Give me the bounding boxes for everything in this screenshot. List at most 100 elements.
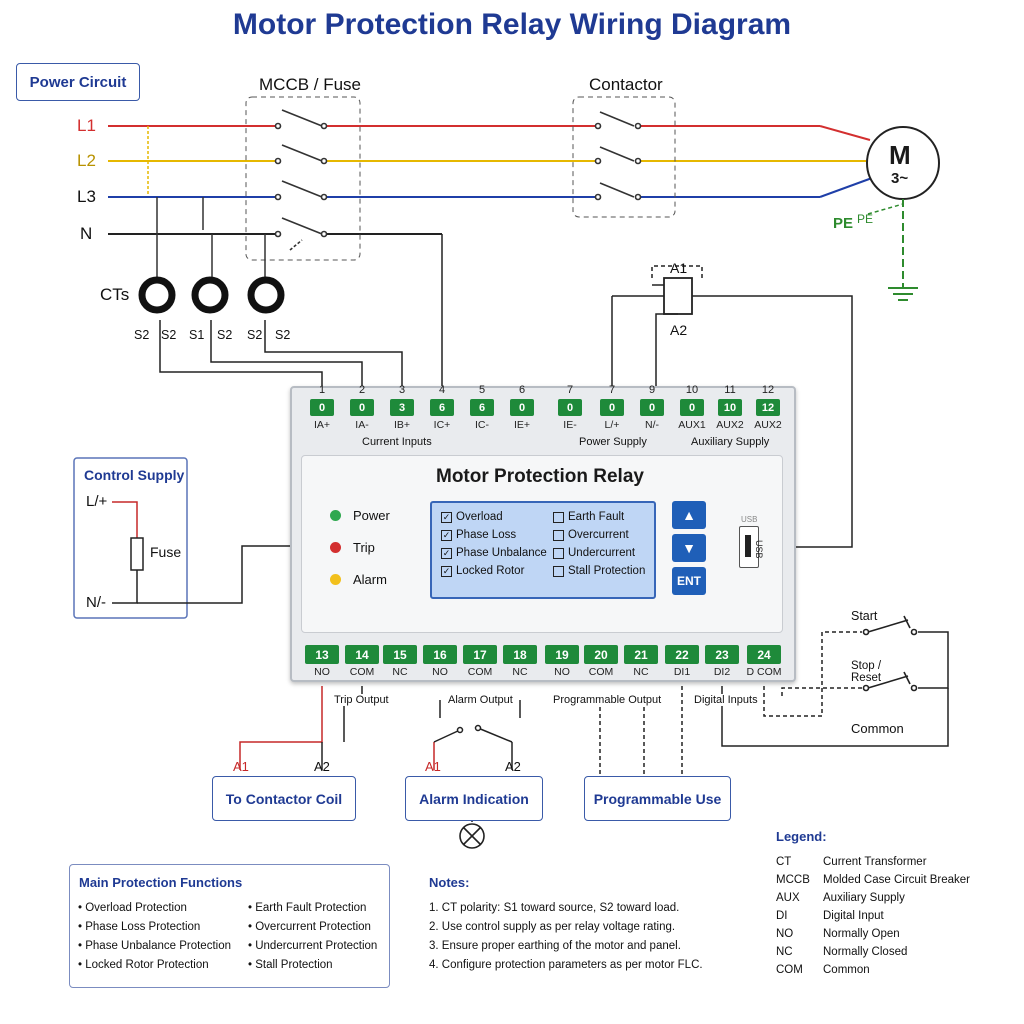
notes-title: Notes: [429, 875, 470, 890]
bottom-terminal-label: NC [512, 666, 528, 678]
line-n-label: N [80, 224, 93, 243]
function-item: • Phase Unbalance Protection [78, 940, 231, 952]
down-button[interactable]: ▼ [672, 534, 706, 562]
alarm-a2-label: A2 [505, 759, 521, 774]
top-terminal-screw[interactable]: 12 [756, 399, 780, 416]
power-circuit-label: Power Circuit [16, 63, 140, 101]
top-terminal-screw[interactable]: 0 [510, 399, 534, 416]
bottom-terminal-number[interactable]: 20 [584, 645, 618, 664]
bottom-terminal-number[interactable]: 13 [305, 645, 339, 664]
top-terminal-screw[interactable]: 0 [680, 399, 704, 416]
unchecked-box-icon [553, 565, 564, 577]
alarm-led-icon [330, 574, 341, 585]
ct1-s2a: S2 [134, 328, 150, 342]
top-terminal-number: 12 [761, 384, 775, 396]
bottom-terminal-number[interactable]: 23 [705, 645, 739, 664]
bottom-terminal-number[interactable]: 22 [665, 645, 699, 664]
wire-l3-motor [819, 177, 873, 198]
group-digital-inputs: Digital Inputs [694, 694, 758, 706]
top-terminal-label: AUX1 [678, 419, 706, 431]
top-terminal-screw[interactable]: 0 [600, 399, 624, 416]
top-terminal-screw[interactable]: 3 [390, 399, 414, 416]
protection-functions-box [69, 864, 390, 988]
top-terminal-number: 7 [566, 384, 574, 396]
led-alarm-label: Alarm [353, 572, 387, 587]
bottom-terminal-number[interactable]: 14 [345, 645, 379, 664]
ct2-s1: S1 [189, 328, 205, 342]
bottom-terminal-label: COM [467, 666, 493, 678]
checked-box-icon: ✓ [441, 511, 452, 523]
top-terminal-screw[interactable]: 6 [430, 399, 454, 416]
unchecked-box-icon [553, 529, 564, 541]
contactor-box [572, 96, 676, 218]
enter-button[interactable]: ENT [672, 567, 706, 595]
top-terminal-label: IE- [563, 419, 577, 431]
group-programmable-output: Programmable Output [553, 694, 662, 706]
bottom-terminal-label: NO [432, 666, 448, 678]
top-terminal-label: IA+ [313, 419, 331, 431]
lcd-right-column: Earth Fault Overcurrent Undercurrent Sta… [553, 511, 645, 577]
ct3-s2b: S2 [275, 328, 291, 342]
motor-letter: M [889, 140, 911, 170]
top-terminal-number: 11 [724, 384, 736, 396]
top-terminal-label: AUX2 [754, 419, 782, 431]
bottom-terminal-number[interactable]: 18 [503, 645, 537, 664]
bottom-terminal-number[interactable]: 24 [747, 645, 781, 664]
top-terminal-label: IE+ [513, 419, 531, 431]
contactor-contacts [594, 111, 642, 205]
top-terminal-screw[interactable]: 10 [718, 399, 742, 416]
top-terminal-label: IA- [355, 419, 369, 431]
up-button[interactable]: ▲ [672, 501, 706, 529]
bottom-terminal-number[interactable]: 21 [624, 645, 658, 664]
top-terminal-label: AUX2 [716, 419, 744, 431]
checked-box-icon: ✓ [441, 529, 452, 541]
pe-label: PE [833, 215, 854, 232]
bottom-terminal-number[interactable]: 19 [545, 645, 579, 664]
function-item: • Locked Rotor Protection [78, 959, 209, 971]
lcd-display [430, 501, 656, 599]
start-label: Start [851, 609, 878, 623]
ct-leads [159, 234, 664, 400]
functions-right-list: • Earth Fault Protection • Overcurrent P… [248, 902, 377, 971]
bottom-terminal-number[interactable]: 15 [383, 645, 417, 664]
bottom-terminal-label: COM [349, 666, 375, 678]
control-supply-nminus: N/- [86, 594, 106, 611]
top-terminal-screw[interactable]: 0 [310, 399, 334, 416]
top-terminal-number: 2 [358, 384, 366, 396]
ct3-s2a: S2 [247, 328, 263, 342]
checked-box-icon: ✓ [441, 547, 452, 559]
top-terminal-screw[interactable]: 0 [350, 399, 374, 416]
top-terminal-number: 1 [318, 384, 326, 396]
functions-left-list: • Overload Protection • Phase Loss Prote… [78, 902, 231, 971]
usb-label: USB [741, 515, 758, 524]
bottom-terminal-number[interactable]: 17 [463, 645, 497, 664]
function-item: • Overcurrent Protection [248, 921, 371, 933]
motor-phase: 3~ [891, 170, 909, 187]
line-l3-label: L3 [77, 187, 96, 206]
led-trip: Trip [330, 540, 375, 555]
bottom-terminal-number[interactable]: 16 [423, 645, 457, 664]
function-item: • Stall Protection [248, 959, 333, 971]
usb-port[interactable] [739, 526, 759, 568]
function-item: • Earth Fault Protection [248, 902, 367, 914]
legend-title: Legend: [776, 829, 827, 844]
unchecked-box-icon [553, 511, 564, 523]
to-contactor-coil-box: To Contactor Coil [212, 776, 356, 821]
top-terminal-screw[interactable]: 0 [558, 399, 582, 416]
control-supply-fuse: Fuse [150, 544, 182, 560]
checked-box-icon: ✓ [441, 565, 452, 577]
ct-taps [147, 126, 266, 284]
trip-led-icon [330, 542, 341, 553]
led-power-label: Power [353, 508, 390, 523]
lcd-item-overcurrent: Overcurrent [553, 529, 645, 541]
group-power-supply: Power Supply [579, 436, 647, 448]
top-terminal-screw[interactable]: 0 [640, 399, 664, 416]
top-terminal-screw[interactable]: 6 [470, 399, 494, 416]
note-item: 2. Use control supply as per relay volta… [429, 921, 676, 933]
unchecked-box-icon [553, 547, 564, 559]
